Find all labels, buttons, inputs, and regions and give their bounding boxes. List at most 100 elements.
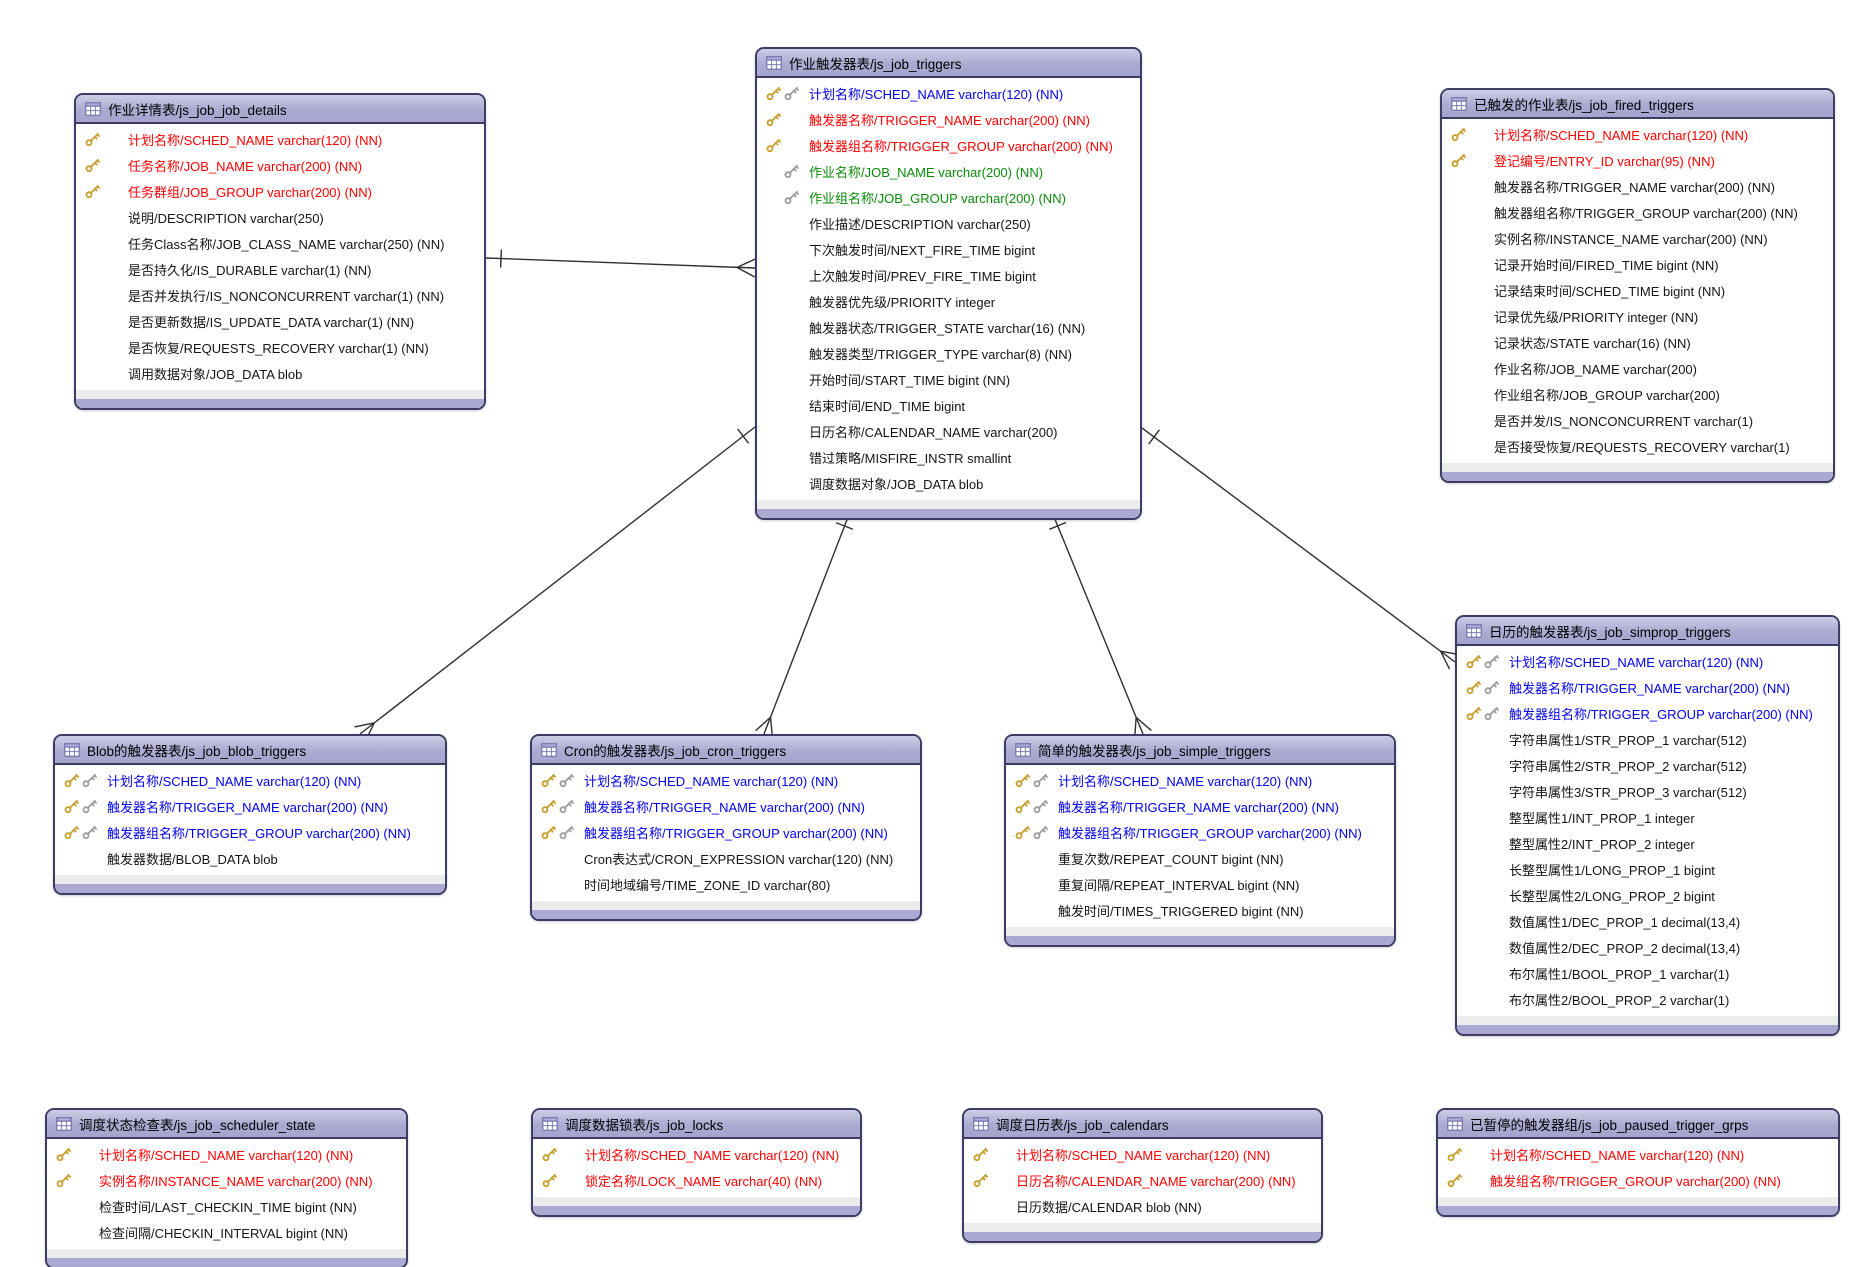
field-row[interactable]: 调度数据对象/JOB_DATA blob (757, 470, 1140, 496)
field-row[interactable]: 字符串属性3/STR_PROP_3 varchar(512) (1457, 778, 1838, 804)
field-row[interactable]: 作业组名称/JOB_GROUP varchar(200) (NN) (757, 184, 1140, 210)
table-header-js_job_locks[interactable]: 调度数据锁表/js_job_locks (533, 1110, 860, 1139)
relationship-job_details-to-triggers[interactable] (485, 249, 756, 278)
field-row[interactable]: 触发器名称/TRIGGER_NAME varchar(200) (NN) (1457, 674, 1838, 700)
table-header-js_job_fired_triggers[interactable]: 已触发的作业表/js_job_fired_triggers (1442, 90, 1833, 119)
field-row[interactable]: 说明/DESCRIPTION varchar(250) (76, 204, 484, 230)
field-row[interactable]: 触发器类型/TRIGGER_TYPE varchar(8) (NN) (757, 340, 1140, 366)
field-row[interactable]: 日历名称/CALENDAR_NAME varchar(200) (NN) (964, 1167, 1321, 1193)
relationship-triggers-to-simprop_triggers[interactable] (1141, 427, 1461, 670)
field-row[interactable]: 触发器名称/TRIGGER_NAME varchar(200) (NN) (55, 793, 445, 819)
field-row[interactable]: 数值属性2/DEC_PROP_2 decimal(13,4) (1457, 934, 1838, 960)
field-row[interactable]: 触发器名称/TRIGGER_NAME varchar(200) (NN) (532, 793, 920, 819)
field-row[interactable]: 是否更新数据/IS_UPDATE_DATA varchar(1) (NN) (76, 308, 484, 334)
field-row[interactable]: 记录状态/STATE varchar(16) (NN) (1442, 329, 1833, 355)
field-row[interactable]: 记录开始时间/FIRED_TIME bigint (NN) (1442, 251, 1833, 277)
field-row[interactable]: 锁定名称/LOCK_NAME varchar(40) (NN) (533, 1167, 860, 1193)
field-row[interactable]: 触发器优先级/PRIORITY integer (757, 288, 1140, 314)
field-row[interactable]: 作业描述/DESCRIPTION varchar(250) (757, 210, 1140, 236)
field-row[interactable]: 触发器组名称/TRIGGER_GROUP varchar(200) (NN) (532, 819, 920, 845)
table-header-js_job_job_details[interactable]: 作业详情表/js_job_job_details (76, 95, 484, 124)
field-row[interactable]: 记录结束时间/SCHED_TIME bigint (NN) (1442, 277, 1833, 303)
field-row[interactable]: 触发时间/TIMES_TRIGGERED bigint (NN) (1006, 897, 1394, 923)
relationship-triggers-to-blob_triggers[interactable] (354, 426, 756, 742)
table-header-js_job_paused_trigger_grps[interactable]: 已暂停的触发器组/js_job_paused_trigger_grps (1438, 1110, 1838, 1139)
field-row[interactable]: 上次触发时间/PREV_FIRE_TIME bigint (757, 262, 1140, 288)
field-row[interactable]: 重复间隔/REPEAT_INTERVAL bigint (NN) (1006, 871, 1394, 897)
field-row[interactable]: 是否并发执行/IS_NONCONCURRENT varchar(1) (NN) (76, 282, 484, 308)
field-row[interactable]: 错过策略/MISFIRE_INSTR smallint (757, 444, 1140, 470)
field-row[interactable]: 触发器组名称/TRIGGER_GROUP varchar(200) (NN) (1457, 700, 1838, 726)
field-row[interactable]: 是否持久化/IS_DURABLE varchar(1) (NN) (76, 256, 484, 282)
field-row[interactable]: 触发器组名称/TRIGGER_GROUP varchar(200) (NN) (757, 132, 1140, 158)
field-row[interactable]: 触发器组名称/TRIGGER_GROUP varchar(200) (NN) (1006, 819, 1394, 845)
field-row[interactable]: 任务名称/JOB_NAME varchar(200) (NN) (76, 152, 484, 178)
field-row[interactable]: 登记编号/ENTRY_ID varchar(95) (NN) (1442, 147, 1833, 173)
field-row[interactable]: 重复次数/REPEAT_COUNT bigint (NN) (1006, 845, 1394, 871)
field-row[interactable]: 长整型属性2/LONG_PROP_2 bigint (1457, 882, 1838, 908)
table-header-js_job_calendars[interactable]: 调度日历表/js_job_calendars (964, 1110, 1321, 1139)
field-row[interactable]: 是否并发/IS_NONCONCURRENT varchar(1) (1442, 407, 1833, 433)
field-row[interactable]: 调用数据对象/JOB_DATA blob (76, 360, 484, 386)
field-row[interactable]: 计划名称/SCHED_NAME varchar(120) (NN) (532, 767, 920, 793)
field-row[interactable]: 是否接受恢复/REQUESTS_RECOVERY varchar(1) (1442, 433, 1833, 459)
field-row[interactable]: 作业名称/JOB_NAME varchar(200) (1442, 355, 1833, 381)
field-row[interactable]: 字符串属性1/STR_PROP_1 varchar(512) (1457, 726, 1838, 752)
table-header-js_job_simple_triggers[interactable]: 简单的触发器表/js_job_simple_triggers (1006, 736, 1394, 765)
table-header-js_job_triggers[interactable]: 作业触发器表/js_job_triggers (757, 49, 1140, 78)
field-row[interactable]: 计划名称/SCHED_NAME varchar(120) (NN) (1442, 121, 1833, 147)
field-row[interactable]: 布尔属性2/BOOL_PROP_2 varchar(1) (1457, 986, 1838, 1012)
field-row[interactable]: 计划名称/SCHED_NAME varchar(120) (NN) (1457, 648, 1838, 674)
field-row[interactable]: 计划名称/SCHED_NAME varchar(120) (NN) (47, 1141, 406, 1167)
field-row[interactable]: 计划名称/SCHED_NAME varchar(120) (NN) (533, 1141, 860, 1167)
field-row[interactable]: 触发器数据/BLOB_DATA blob (55, 845, 445, 871)
field-row[interactable]: 实例名称/INSTANCE_NAME varchar(200) (NN) (47, 1167, 406, 1193)
field-row[interactable]: 整型属性2/INT_PROP_2 integer (1457, 830, 1838, 856)
field-row[interactable]: 开始时间/START_TIME bigint (NN) (757, 366, 1140, 392)
field-row[interactable]: 布尔属性1/BOOL_PROP_1 varchar(1) (1457, 960, 1838, 986)
field-row[interactable]: 作业名称/JOB_NAME varchar(200) (NN) (757, 158, 1140, 184)
field-row[interactable]: 触发器组名称/TRIGGER_GROUP varchar(200) (NN) (55, 819, 445, 845)
table-header-js_job_simprop_triggers[interactable]: 日历的触发器表/js_job_simprop_triggers (1457, 617, 1838, 646)
field-row[interactable]: 实例名称/INSTANCE_NAME varchar(200) (NN) (1442, 225, 1833, 251)
relationship-triggers-to-cron_triggers[interactable] (755, 511, 854, 738)
field-row[interactable]: 计划名称/SCHED_NAME varchar(120) (NN) (757, 80, 1140, 106)
field-row[interactable]: 时间地域编号/TIME_ZONE_ID varchar(80) (532, 871, 920, 897)
field-row[interactable]: 触发组名称/TRIGGER_GROUP varchar(200) (NN) (1438, 1167, 1838, 1193)
field-row[interactable]: 任务群组/JOB_GROUP varchar(200) (NN) (76, 178, 484, 204)
field-row[interactable]: 作业组名称/JOB_GROUP varchar(200) (1442, 381, 1833, 407)
field-row[interactable]: 日历名称/CALENDAR_NAME varchar(200) (757, 418, 1140, 444)
relationship-triggers-to-simple_triggers[interactable] (1049, 511, 1152, 738)
field-row[interactable]: 触发器名称/TRIGGER_NAME varchar(200) (NN) (1006, 793, 1394, 819)
field-row[interactable]: 触发器组名称/TRIGGER_GROUP varchar(200) (NN) (1442, 199, 1833, 225)
field-row[interactable]: 触发器名称/TRIGGER_NAME varchar(200) (NN) (1442, 173, 1833, 199)
field-row[interactable]: 数值属性1/DEC_PROP_1 decimal(13,4) (1457, 908, 1838, 934)
field-row[interactable]: 触发器状态/TRIGGER_STATE varchar(16) (NN) (757, 314, 1140, 340)
field-row[interactable]: 是否恢复/REQUESTS_RECOVERY varchar(1) (NN) (76, 334, 484, 360)
field-row[interactable]: 检查时间/LAST_CHECKIN_TIME bigint (NN) (47, 1193, 406, 1219)
table-header-js_job_blob_triggers[interactable]: Blob的触发器表/js_job_blob_triggers (55, 736, 445, 765)
field-row[interactable]: 计划名称/SCHED_NAME varchar(120) (NN) (1006, 767, 1394, 793)
table-header-js_job_scheduler_state[interactable]: 调度状态检查表/js_job_scheduler_state (47, 1110, 406, 1139)
field-row[interactable]: 计划名称/SCHED_NAME varchar(120) (NN) (964, 1141, 1321, 1167)
field-row[interactable]: 长整型属性1/LONG_PROP_1 bigint (1457, 856, 1838, 882)
field-row[interactable]: Cron表达式/CRON_EXPRESSION varchar(120) (NN… (532, 845, 920, 871)
field-row[interactable]: 记录优先级/PRIORITY integer (NN) (1442, 303, 1833, 329)
table-header-js_job_cron_triggers[interactable]: Cron的触发器表/js_job_cron_triggers (532, 736, 920, 765)
field-row[interactable]: 检查间隔/CHECKIN_INTERVAL bigint (NN) (47, 1219, 406, 1245)
field-row[interactable]: 计划名称/SCHED_NAME varchar(120) (NN) (1438, 1141, 1838, 1167)
field-row[interactable]: 整型属性1/INT_PROP_1 integer (1457, 804, 1838, 830)
field-row[interactable]: 下次触发时间/NEXT_FIRE_TIME bigint (757, 236, 1140, 262)
field-row[interactable]: 计划名称/SCHED_NAME varchar(120) (NN) (76, 126, 484, 152)
field-row[interactable]: 日历数据/CALENDAR blob (NN) (964, 1193, 1321, 1219)
field-row[interactable]: 任务Class名称/JOB_CLASS_NAME varchar(250) (N… (76, 230, 484, 256)
